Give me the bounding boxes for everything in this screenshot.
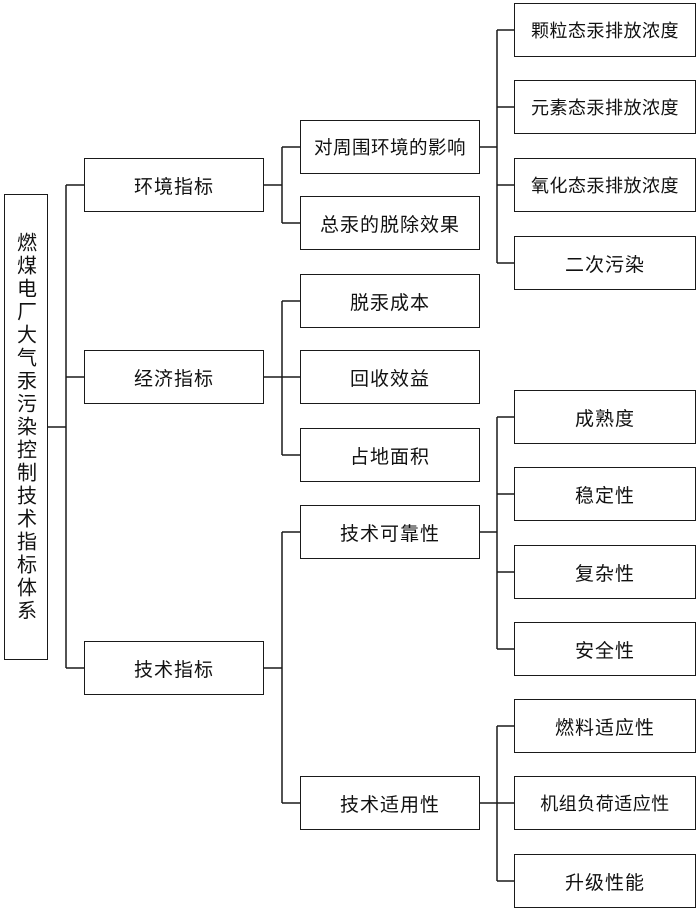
econ-indicator-node: 经济指标 (84, 350, 264, 404)
fuel-adaptability-node: 燃料适应性 (514, 699, 696, 753)
recovery-benefit-node: 回收效益 (300, 350, 480, 404)
tech-applicability-node: 技术适用性 (300, 776, 480, 830)
mercury-removal-cost-node: 脱汞成本 (300, 274, 480, 328)
maturity-node: 成熟度 (514, 390, 696, 444)
oxidized-mercury-node: 氧化态汞排放浓度 (514, 158, 696, 212)
root-node: 燃煤电厂大气汞污染控制技术指标体系 (4, 194, 48, 660)
tech-reliability-node: 技术可靠性 (300, 505, 480, 559)
elemental-mercury-node: 元素态汞排放浓度 (514, 80, 696, 134)
tech-indicator-node: 技术指标 (84, 641, 264, 695)
env-impact-node: 对周围环境的影响 (300, 120, 480, 174)
secondary-pollution-node: 二次污染 (514, 236, 696, 290)
particulate-mercury-node: 颗粒态汞排放浓度 (514, 3, 696, 57)
complexity-node: 复杂性 (514, 545, 696, 599)
unit-load-adaptability-node: 机组负荷适应性 (514, 776, 696, 830)
env-indicator-node: 环境指标 (84, 158, 264, 212)
land-area-node: 占地面积 (300, 428, 480, 482)
stability-node: 稳定性 (514, 467, 696, 521)
upgrade-performance-node: 升级性能 (514, 854, 696, 908)
safety-node: 安全性 (514, 622, 696, 676)
total-mercury-removal-node: 总汞的脱除效果 (300, 196, 480, 250)
